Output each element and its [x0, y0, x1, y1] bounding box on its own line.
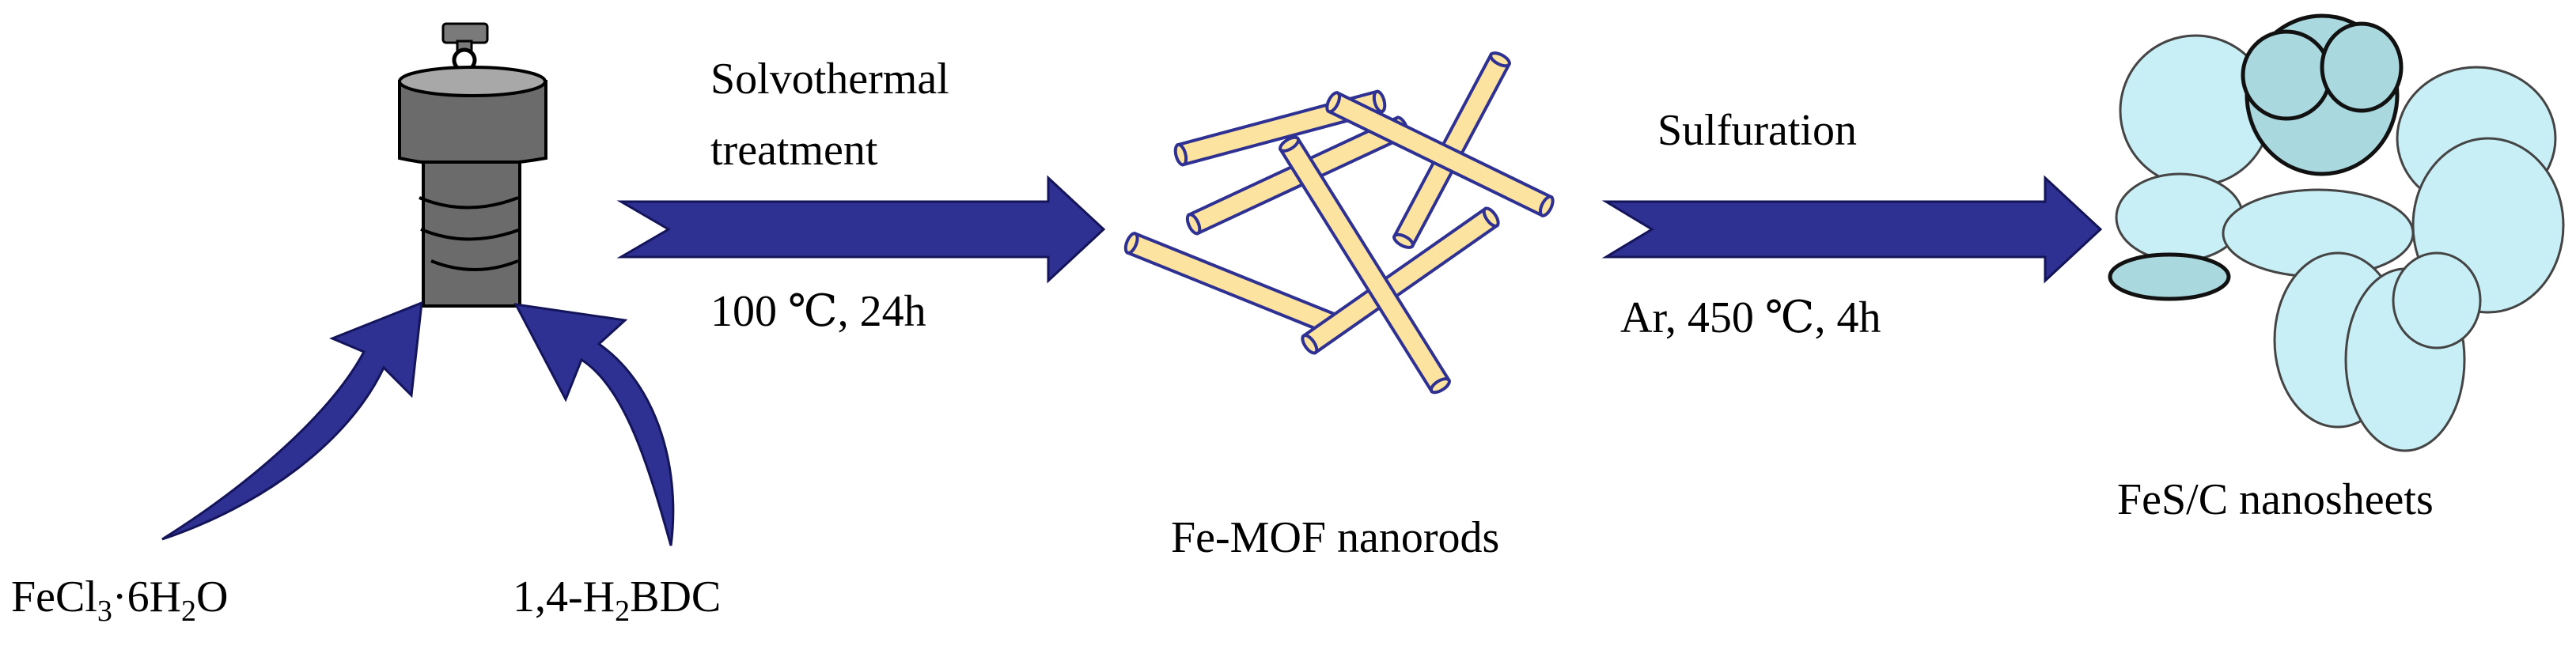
nanorod-icon [1123, 51, 1555, 395]
final-product-label: FeS/C nanosheets [2117, 475, 2434, 524]
reagent-arrow-right [513, 303, 675, 546]
step2-condition: Ar, 450 ℃, 4h [1620, 293, 1881, 342]
autoclave-icon [398, 22, 547, 308]
nanosheet-cloud-icon [2108, 13, 2565, 452]
reagent-arrow-left [161, 300, 423, 541]
step1-condition: 100 ℃, 24h [710, 287, 926, 336]
step2-label: Sulfuration [1657, 106, 1857, 155]
process-arrow-2 [1601, 175, 2103, 284]
reagent-fecl3-label: FeCl3·6H2O [11, 572, 228, 628]
step1-label-line1: Solvothermal [710, 55, 949, 104]
intermediate-product-label: Fe-MOF nanorods [1171, 513, 1499, 562]
reagent-bdc-label: 1,4-H2BDC [513, 572, 721, 628]
step1-label-line2: treatment [710, 126, 878, 175]
process-arrow-1 [616, 175, 1106, 284]
